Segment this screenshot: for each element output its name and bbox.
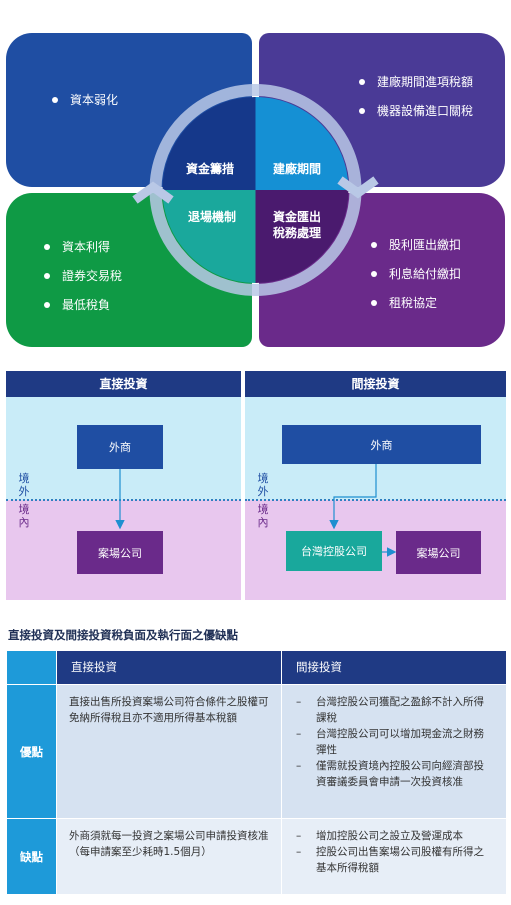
label-remittance: 資金匯出 稅務處理 [273, 209, 321, 241]
pros-direct: 直接出售所投資案場公司符合條件之股權可免納所得稅且亦不適用所得基本稅額 [56, 684, 282, 819]
pros-indirect: 台灣控股公司獲配之盈餘不計入所得課稅 台灣控股公司可以增加現金流之財務彈性 僅需… [281, 684, 507, 819]
list-item: 證券交易稅 [44, 269, 122, 283]
label-construction: 建廠期間 [273, 162, 322, 176]
list-item: 利息給付繳扣 [371, 267, 461, 281]
onshore-label-indirect: 境 內 [257, 503, 269, 529]
table-title: 直接投資及間接投資稅負面及執行面之優缺點 [8, 628, 238, 642]
onshore-label-direct: 境 內 [18, 503, 30, 529]
indirect-foreign-box: 外商 [282, 425, 481, 464]
list-item: 建廠期間進項稅額 [359, 75, 473, 89]
list-item: 股利匯出繳扣 [371, 238, 461, 252]
list-item: 台灣控股公司獲配之盈餘不計入所得課稅 [294, 694, 494, 726]
row-header-cons: 缺點 [6, 818, 57, 895]
funding-list: 資本弱化 [52, 93, 118, 122]
cons-indirect-list: 增加控股公司之設立及營運成本 控股公司出售案場公司股權有所得之基本所得稅額 [294, 828, 494, 876]
list-item: 台灣控股公司可以增加現金流之財務彈性 [294, 726, 494, 758]
indirect-header: 間接投資 [245, 371, 506, 397]
list-item: 最低稅負 [44, 298, 122, 312]
label-remittance-line1: 資金匯出 [273, 210, 322, 224]
border-line-indirect [245, 499, 506, 501]
cons-direct: 外商須就每一投資之案場公司申請投資核准（每申請案至少耗時1.5個月） [56, 818, 282, 895]
list-item: 控股公司出售案場公司股權有所得之基本所得稅額 [294, 844, 494, 876]
corner-cell [6, 650, 57, 685]
indirect-project-box: 案場公司 [396, 531, 481, 574]
direct-header: 直接投資 [6, 371, 241, 397]
direct-foreign-box: 外商 [77, 425, 163, 469]
table-row: 缺點 外商須就每一投資之案場公司申請投資核准（每申請案至少耗時1.5個月） 增加… [6, 818, 507, 895]
label-funding: 資金籌措 [186, 162, 235, 176]
column-header-direct: 直接投資 [56, 650, 282, 685]
table-header-row: 直接投資 間接投資 [6, 650, 507, 685]
direct-project-box: 案場公司 [77, 531, 163, 574]
offshore-label-direct: 境 外 [18, 472, 30, 498]
label-exit: 退場機制 [188, 210, 237, 224]
pros-indirect-list: 台灣控股公司獲配之盈餘不計入所得課稅 台灣控股公司可以增加現金流之財務彈性 僅需… [294, 694, 494, 790]
remittance-list: 股利匯出繳扣 利息給付繳扣 租稅協定 [371, 238, 461, 325]
construction-list: 建廠期間進項稅額 機器設備進口關稅 [359, 75, 473, 133]
label-remittance-line2: 稅務處理 [273, 226, 322, 240]
list-item: 租稅協定 [371, 296, 461, 310]
list-item: 資本利得 [44, 240, 122, 254]
exit-list: 資本利得 證券交易稅 最低稅負 [44, 240, 122, 327]
list-item: 增加控股公司之設立及營運成本 [294, 828, 494, 844]
table-row: 優點 直接出售所投資案場公司符合條件之股權可免納所得稅且亦不適用所得基本稅額 台… [6, 684, 507, 819]
list-item: 資本弱化 [52, 93, 118, 107]
offshore-label-indirect: 境 外 [257, 472, 269, 498]
list-item: 機器設備進口關稅 [359, 104, 473, 118]
cons-indirect: 增加控股公司之設立及營運成本 控股公司出售案場公司股權有所得之基本所得稅額 [281, 818, 507, 895]
holding-company-box: 台灣控股公司 [286, 531, 382, 571]
comparison-table: 直接投資 間接投資 優點 直接出售所投資案場公司符合條件之股權可免納所得稅且亦不… [6, 650, 507, 895]
row-header-pros: 優點 [6, 684, 57, 819]
border-line-direct [6, 499, 241, 501]
list-item: 僅需就投資境內控股公司向經濟部投資審議委員會申請一次投資核准 [294, 758, 494, 790]
column-header-indirect: 間接投資 [281, 650, 507, 685]
